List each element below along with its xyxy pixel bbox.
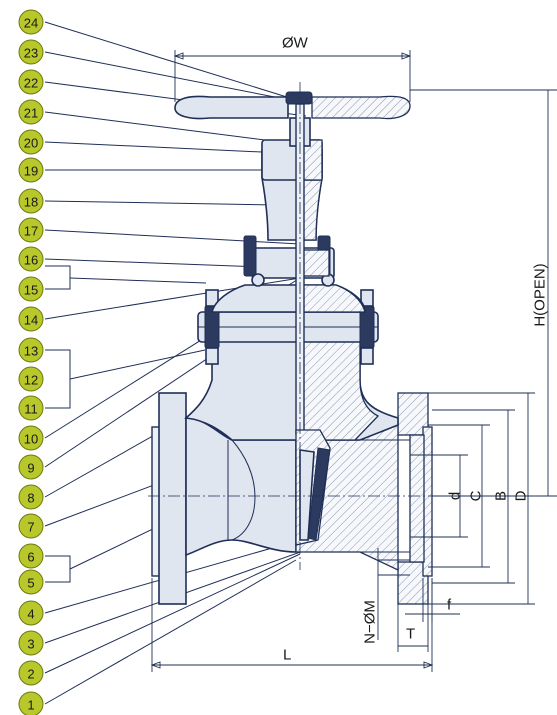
callout-circle	[18, 660, 44, 686]
callout-number: 12	[24, 373, 38, 388]
callout-circle	[18, 543, 44, 569]
callout-4: 4	[18, 600, 44, 626]
callout-6: 6	[18, 543, 44, 569]
callout-circle	[18, 569, 44, 595]
callout-circle	[18, 337, 44, 363]
callout-16: 16	[18, 246, 44, 272]
callout-22: 22	[18, 69, 44, 95]
dim-label-t: T	[406, 626, 415, 643]
callout-circle	[18, 157, 44, 183]
dim-label-c: C	[468, 490, 485, 501]
callout-3: 3	[18, 630, 44, 656]
dim-label-d-outer: D	[513, 490, 530, 501]
dim-label-h: H(OPEN)	[532, 263, 549, 326]
callout-2: 2	[18, 660, 44, 686]
callout-number: 18	[24, 195, 38, 210]
callout-number: 23	[24, 46, 38, 61]
callout-10: 10	[18, 425, 44, 451]
callout-17: 17	[18, 217, 44, 243]
callout-circle	[18, 246, 44, 272]
callout-19: 19	[18, 157, 44, 183]
callout-number: 2	[27, 667, 34, 682]
callout-number: 5	[27, 576, 34, 591]
callout-circle	[18, 484, 44, 510]
callout-18: 18	[18, 188, 44, 214]
callout-15: 15	[18, 276, 44, 302]
callout-11: 11	[18, 395, 44, 421]
callout-circle	[18, 99, 44, 125]
callout-number: 11	[24, 402, 38, 417]
callout-circle	[18, 276, 44, 302]
dim-label-f: f	[447, 597, 452, 614]
dimension-lines	[150, 50, 557, 672]
callout-circle	[18, 188, 44, 214]
callout-14: 14	[18, 306, 44, 332]
callout-number: 8	[27, 491, 34, 506]
callout-number: 14	[24, 313, 38, 328]
callout-circle	[18, 691, 44, 715]
callout-circle	[18, 69, 44, 95]
dim-label-n-m: N−ØM	[362, 600, 379, 644]
flange-bolts	[204, 289, 375, 365]
callout-9: 9	[18, 454, 44, 480]
callout-number: 10	[24, 432, 38, 447]
callout-13: 13	[18, 337, 44, 363]
callout-number: 17	[24, 224, 38, 239]
callout-circle	[18, 454, 44, 480]
callout-circle	[18, 39, 44, 65]
dim-label-w: ØW	[282, 35, 309, 52]
callout-12: 12	[18, 366, 44, 392]
callout-number: 22	[24, 76, 38, 91]
callout-number: 24	[24, 16, 38, 31]
callout-number: 9	[27, 461, 34, 476]
callout-circle	[18, 395, 44, 421]
callout-number: 20	[24, 136, 38, 151]
callout-circle	[18, 630, 44, 656]
callout-circle	[18, 366, 44, 392]
callout-number: 1	[27, 698, 34, 713]
callout-number: 3	[27, 637, 34, 652]
callout-1: 1	[18, 691, 44, 715]
callout-number: 6	[27, 550, 34, 565]
callout-24: 24	[18, 9, 44, 35]
dim-label-d-bore: d	[447, 492, 464, 500]
callout-5: 5	[18, 569, 44, 595]
callout-circle	[18, 217, 44, 243]
callout-number: 13	[24, 344, 38, 359]
callout-number: 4	[27, 607, 34, 622]
callout-circle	[18, 513, 44, 539]
center-lines	[148, 82, 450, 570]
callout-20: 20	[18, 129, 44, 155]
callout-23: 23	[18, 39, 44, 65]
callout-circle	[18, 9, 44, 35]
callout-number: 19	[24, 164, 38, 179]
callout-21: 21	[18, 99, 44, 125]
dim-label-l: L	[283, 647, 291, 664]
callout-number: 16	[24, 253, 38, 268]
callout-number: 21	[24, 106, 38, 121]
callout-circle	[18, 600, 44, 626]
callout-number: 15	[24, 283, 38, 298]
callout-circle	[18, 425, 44, 451]
callout-circle	[18, 306, 44, 332]
dim-label-b: B	[493, 491, 510, 501]
callout-7: 7	[18, 513, 44, 539]
callout-8: 8	[18, 484, 44, 510]
callout-number: 7	[27, 520, 34, 535]
callout-circle	[18, 129, 44, 155]
valve-body	[151, 91, 433, 605]
